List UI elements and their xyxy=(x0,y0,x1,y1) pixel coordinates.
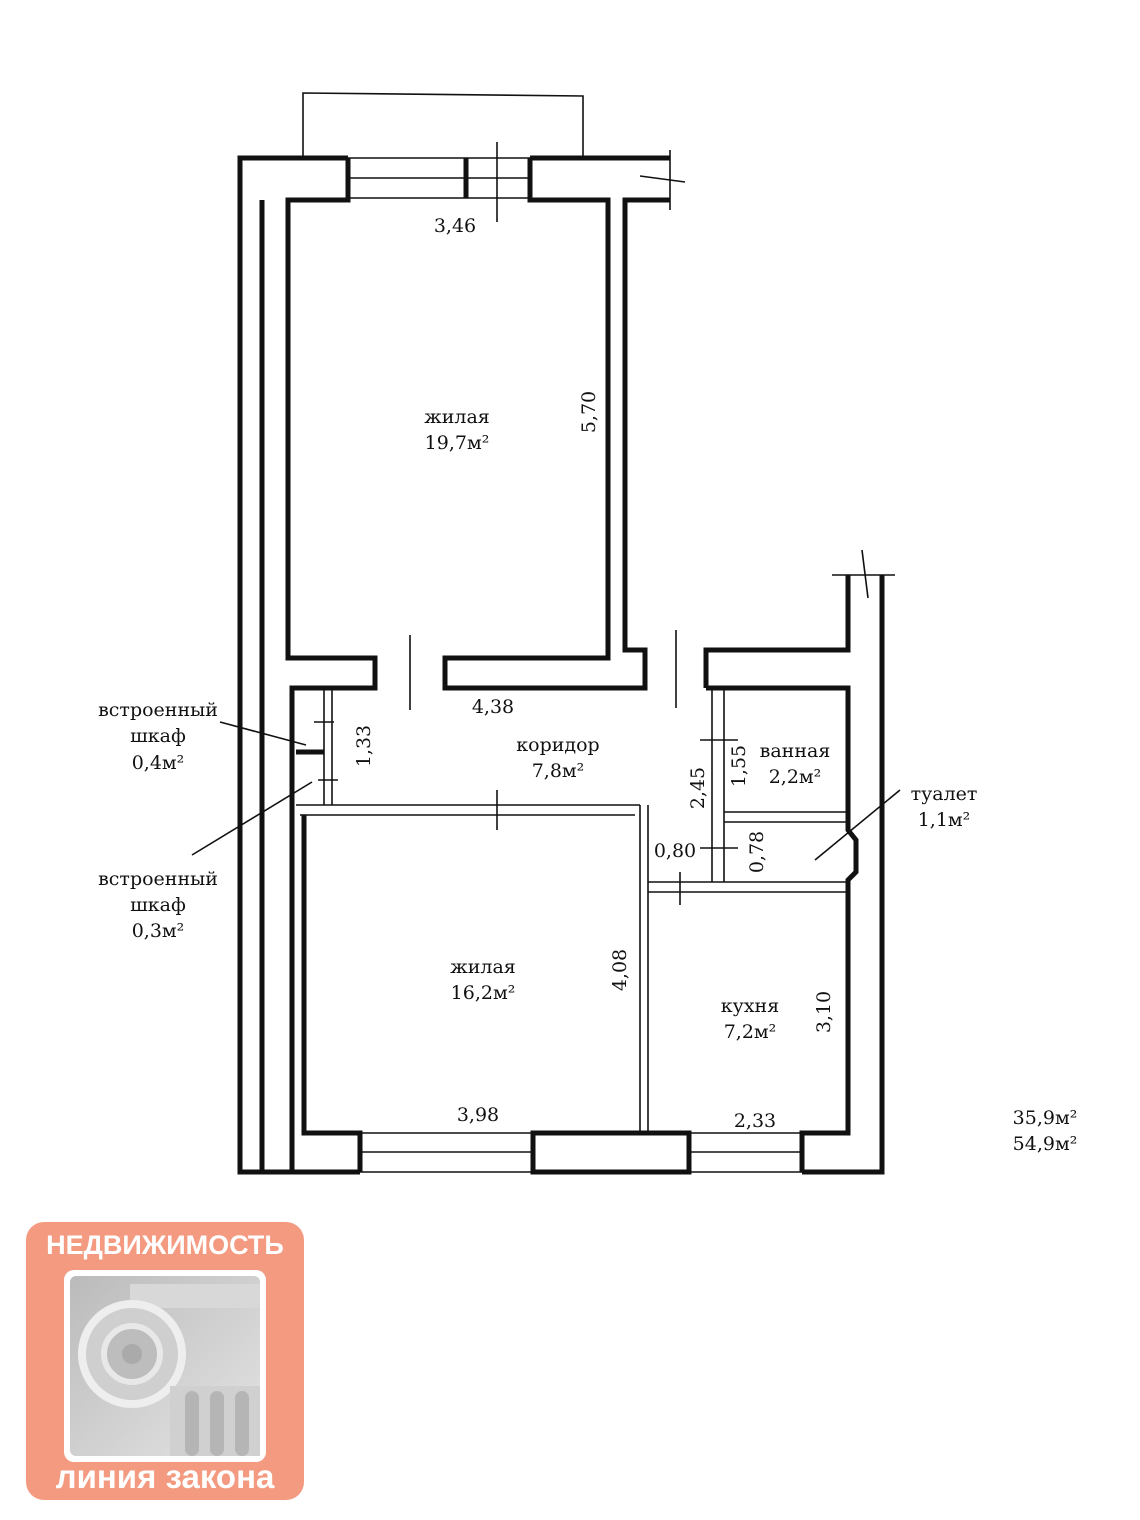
room-area: 7,2м² xyxy=(724,1021,777,1043)
column-capital-image xyxy=(64,1270,266,1462)
leader-line xyxy=(219,721,307,746)
dimension: 5,70 xyxy=(578,391,600,433)
leader-line xyxy=(191,781,313,856)
closet-label: шкаф xyxy=(130,725,186,747)
closet-label: встроенный xyxy=(98,699,218,721)
wall-right-wing xyxy=(703,575,851,688)
wall-room1-right xyxy=(442,158,670,691)
break-mark xyxy=(861,549,869,599)
balcony xyxy=(302,92,584,158)
outer-wall-left xyxy=(237,155,360,1175)
wall xyxy=(301,815,363,1172)
living-area-total: 35,9м² xyxy=(1013,1107,1078,1129)
logo-top-text: НЕДВИЖИМОСТЬ xyxy=(46,1230,284,1260)
dimension: 3,46 xyxy=(434,215,476,237)
dimension: 1,55 xyxy=(728,745,750,787)
room-area: 19,7м² xyxy=(425,432,490,454)
outer-wall-right xyxy=(802,575,885,1175)
room-name: ванная xyxy=(760,740,831,762)
dimension: 3,10 xyxy=(813,991,835,1033)
closet-area: 0,3м² xyxy=(132,920,185,942)
dimension: 4,38 xyxy=(472,696,514,718)
room-name: кухня xyxy=(721,995,779,1017)
closet-area: 0,4м² xyxy=(132,752,185,774)
closet-label: шкаф xyxy=(130,894,186,916)
dimension: 0,78 xyxy=(746,831,768,873)
dimension: 2,45 xyxy=(687,767,709,809)
room-area: 16,2м² xyxy=(451,982,516,1004)
room-area: 2,2м² xyxy=(769,766,822,788)
room-name: жилая xyxy=(450,956,516,978)
leader-line xyxy=(814,789,901,861)
dimension: 2,33 xyxy=(734,1110,776,1132)
room-name: жилая xyxy=(424,406,490,428)
total-area: 54,9м² xyxy=(1013,1133,1078,1155)
room-name: туалет xyxy=(911,783,978,805)
dimension: 1,33 xyxy=(353,725,375,767)
wall-bath-right xyxy=(706,685,859,1172)
dimension: 4,08 xyxy=(609,949,631,991)
break-mark xyxy=(639,175,686,183)
wall-room1-left xyxy=(285,158,378,1172)
closet-label: встроенный xyxy=(98,868,218,890)
dimension: 0,80 xyxy=(654,840,696,862)
room-area: 7,8м² xyxy=(532,760,585,782)
room-name: коридор xyxy=(516,734,599,756)
logo-bottom-text: линия закона xyxy=(55,1458,275,1495)
logo: НЕДВИЖИМОСТЬ линия закона xyxy=(26,1222,304,1500)
dimension: 3,98 xyxy=(457,1104,499,1126)
room-area: 1,1м² xyxy=(918,809,971,831)
pier xyxy=(530,1130,692,1175)
column-icon xyxy=(70,1276,260,1456)
